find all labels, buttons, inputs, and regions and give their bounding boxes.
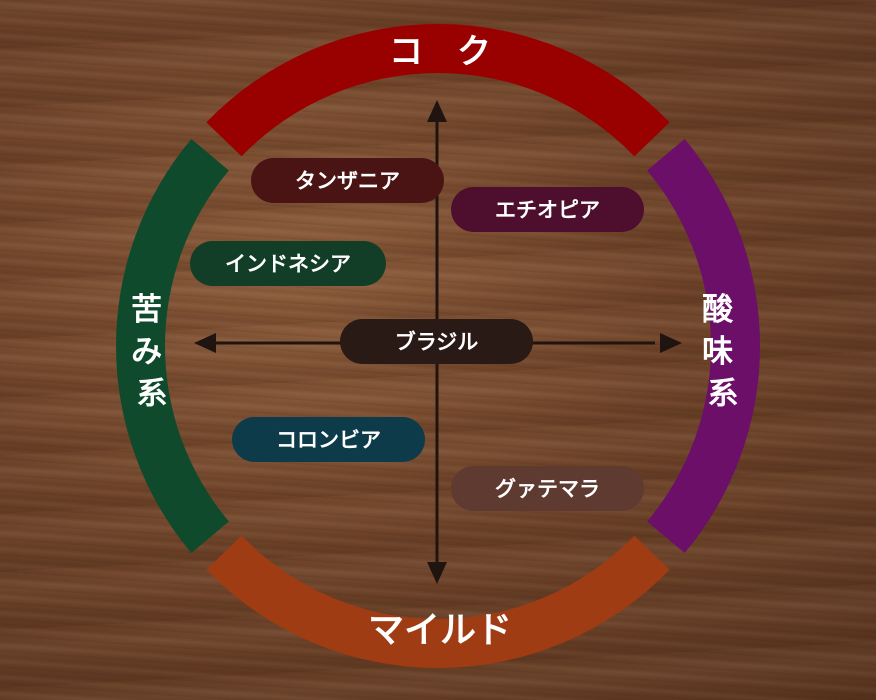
origin-label: エチオピア — [495, 198, 600, 222]
origin-pill-guatemala: グァテマラ — [451, 466, 644, 511]
arrow-up-icon — [427, 100, 447, 122]
segment-sanmi — [647, 139, 761, 553]
label-sanmi-char: 系 — [708, 376, 739, 412]
segment-mild — [206, 535, 670, 668]
origin-label: ブラジル — [395, 330, 479, 354]
label-nigami: 苦 み 系 — [131, 292, 173, 412]
arrow-left-icon — [194, 333, 216, 353]
label-nigami-char: 系 — [137, 376, 168, 412]
origin-label: インドネシア — [225, 252, 351, 276]
origin-pill-brazil: ブラジル — [340, 319, 533, 364]
origin-label: コロンビア — [276, 428, 381, 452]
origin-pill-tanzania: タンザニア — [251, 158, 444, 203]
arrow-right-icon — [660, 333, 682, 353]
origin-label: タンザニア — [295, 169, 400, 193]
segment-koku — [206, 23, 670, 157]
label-sanmi: 酸 味 系 — [702, 292, 744, 412]
label-nigami-char: 苦 — [131, 292, 162, 328]
label-sanmi-char: 味 — [702, 334, 733, 370]
origin-label: グァテマラ — [495, 477, 600, 501]
label-sanmi-char: 酸 — [702, 292, 734, 328]
label-nigami-char: み — [131, 334, 162, 370]
origin-pill-ethiopia: エチオピア — [451, 187, 644, 232]
arrow-down-icon — [427, 562, 447, 584]
label-koku: コ ク — [389, 32, 491, 72]
label-mild: マイルド — [368, 609, 512, 651]
origin-pill-colombia: コロンビア — [232, 417, 425, 462]
segment-nigami — [116, 139, 229, 553]
origin-pill-indonesia: インドネシア — [190, 241, 386, 286]
